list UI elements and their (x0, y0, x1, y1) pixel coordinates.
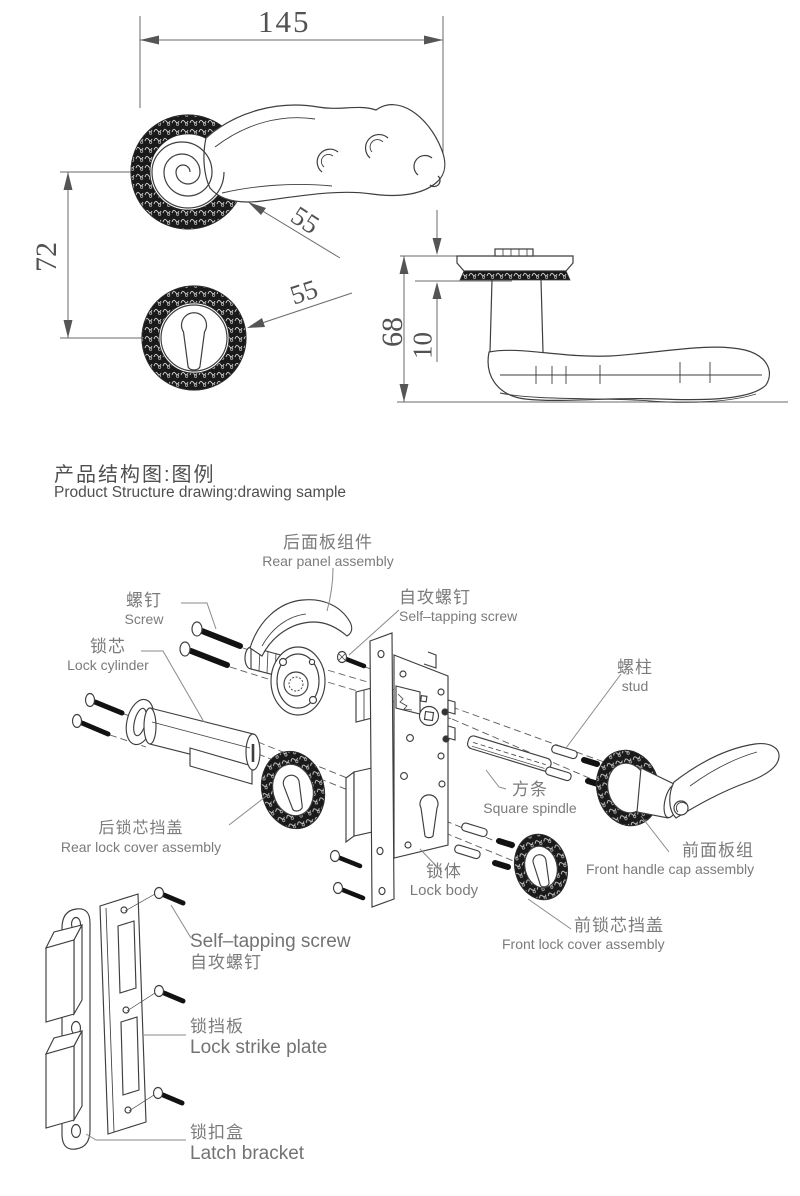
label-square-spindle-zh: 方条 (512, 780, 548, 799)
label-front-handle-cap-en: Front handle cap assembly (586, 861, 755, 878)
label-front-lock-cover-zh: 前锁芯挡盖 (574, 916, 664, 935)
label-screw-en: Screw (124, 611, 164, 628)
lock-faceplate-part (345, 632, 395, 908)
self-tapping-screw-part (336, 650, 367, 669)
front-handle-cap-part (595, 743, 780, 827)
label-self-tapping-screw-top-en: Self–tapping screw (399, 608, 518, 625)
label-rear-panel: 后面板组件 Rear panel assembly (248, 533, 408, 570)
label-front-lock-cover-en: Front lock cover assembly (502, 936, 665, 953)
escutcheon-top-view (141, 285, 247, 391)
lock-bottom-screws (329, 849, 366, 901)
label-self-tapping-screw-bottom-zh: 自攻螺钉 (190, 953, 262, 973)
label-rear-panel-en: Rear panel assembly (262, 553, 394, 570)
dimension-lines-top-view (60, 16, 444, 339)
label-square-spindle: 方条 Square spindle (470, 780, 590, 817)
dim-rose-thickness: 10 (407, 332, 438, 359)
label-lock-cylinder: 锁芯 Lock cylinder (52, 637, 164, 674)
label-front-handle-cap-zh: 前面板组 (682, 841, 754, 860)
rear-lock-cover-part (260, 750, 326, 830)
latch-bracket-part (44, 908, 91, 1150)
dim-overall-length: 145 (258, 4, 311, 39)
label-lock-strike-plate-en: Lock strike plate (190, 1037, 328, 1059)
dimension-lines-side-view (397, 210, 788, 403)
rear-panel-assembly-part (244, 599, 353, 716)
stud-parts (454, 744, 604, 870)
label-front-handle-cap: 前面板组 Front handle cap assembly (586, 841, 762, 878)
lock-body-part (393, 651, 456, 859)
label-self-tapping-screw-bottom: Self–tapping screw 自攻螺钉 (190, 931, 351, 973)
label-lock-body-en: Lock body (409, 882, 479, 900)
label-rear-lock-cover-en: Rear lock cover assembly (60, 838, 222, 855)
label-front-lock-cover: 前锁芯挡盖 Front lock cover assembly (502, 916, 665, 953)
exploded-parts (44, 599, 780, 1150)
label-lock-strike-plate: 锁挡板 Lock strike plate (190, 1017, 327, 1059)
label-latch-bracket-zh: 锁扣盒 (190, 1123, 244, 1142)
label-lock-body: 锁体 Lock body (398, 862, 490, 900)
label-rear-lock-cover: 后锁芯挡盖 Rear lock cover assembly (48, 820, 234, 855)
section-title-en: Product Structure drawing:drawing sample (54, 484, 347, 501)
handle-top-view (130, 104, 446, 230)
square-spindle-part (467, 735, 552, 772)
dim-centers-distance: 72 (30, 242, 63, 272)
label-screw-zh: 螺钉 (126, 591, 162, 610)
label-screw: 螺钉 Screw (108, 591, 180, 628)
leader-lines (85, 567, 670, 1141)
label-self-tapping-screw-top: 自攻螺钉 Self–tapping screw (399, 588, 517, 625)
section-title-zh: 产品结构图:图例 (54, 464, 216, 486)
handle-side-view (456, 248, 770, 403)
keyhole-outline (180, 312, 208, 371)
label-self-tapping-screw-bottom-en: Self–tapping screw (190, 931, 351, 952)
label-stud-en: stud (621, 678, 649, 695)
label-rear-panel-zh: 后面板组件 (283, 533, 373, 552)
lock-cylinder-part (71, 692, 261, 785)
dim-total-height: 68 (376, 317, 409, 347)
label-square-spindle-en: Square spindle (483, 800, 577, 817)
long-screws (179, 621, 243, 668)
label-rear-lock-cover-zh: 后锁芯挡盖 (98, 820, 184, 837)
dimension-arrowheads-side (399, 238, 442, 402)
lock-strike-plate-part (99, 893, 147, 1135)
label-lock-body-zh: 锁体 (426, 862, 462, 881)
label-lock-strike-plate-zh: 锁挡板 (190, 1017, 244, 1036)
front-lock-cover-part (513, 833, 569, 901)
label-stud: 螺柱 stud (604, 658, 666, 695)
label-latch-bracket: 锁扣盒 Latch bracket (190, 1123, 304, 1165)
label-stud-zh: 螺柱 (617, 658, 653, 677)
label-lock-cylinder-zh: 锁芯 (90, 637, 126, 656)
label-lock-cylinder-en: Lock cylinder (67, 657, 149, 674)
strike-plate-screws (124, 886, 186, 1112)
label-self-tapping-screw-top-zh: 自攻螺钉 (399, 588, 471, 607)
label-latch-bracket-en: Latch bracket (190, 1143, 305, 1165)
dimension-arrowheads-top (63, 35, 443, 338)
